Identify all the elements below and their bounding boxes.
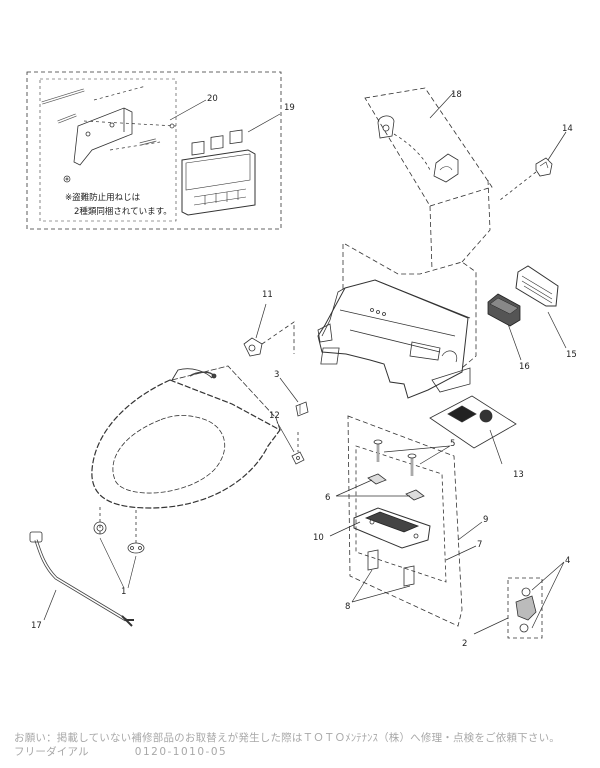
part-17-water-hose xyxy=(29,531,134,627)
callout-5: 5 xyxy=(450,439,455,449)
part-16-filter xyxy=(487,293,521,327)
anti-theft-screws xyxy=(41,85,177,183)
free-dial-number: 0120-1010-05 xyxy=(134,746,228,758)
callout-4: 4 xyxy=(565,556,570,566)
base-plate-assembly xyxy=(347,415,463,627)
callout-6: 6 xyxy=(325,493,330,503)
main-body-unit xyxy=(317,279,471,399)
inset-box-parts-19-20 xyxy=(26,71,282,230)
part-13-instruction-sheet xyxy=(429,395,517,449)
callout-11: 11 xyxy=(262,290,273,300)
inset-note-line-2: 2種類同梱されています。 xyxy=(74,206,172,217)
footer-request-note: お願い：掲載していない補修部品のお取替えが発生した際はＴＯＴＯﾒﾝﾃﾅﾝｽ（株）… xyxy=(14,732,560,744)
part-15-grille xyxy=(515,265,559,307)
part-14-clip xyxy=(499,157,553,201)
footer-free-dial: フリーダイアル 0120-1010-05 xyxy=(14,744,227,759)
callout-15: 15 xyxy=(566,350,577,360)
callout-3: 3 xyxy=(274,370,279,380)
callout-20: 20 xyxy=(207,94,218,104)
callout-guide-line xyxy=(429,205,433,271)
callout-16: 16 xyxy=(519,362,530,372)
callout-leader-lines xyxy=(43,91,567,635)
callout-17: 17 xyxy=(31,621,42,631)
callout-19: 19 xyxy=(284,103,295,113)
remote-control-panel xyxy=(181,129,256,216)
callout-guide-line xyxy=(461,179,491,263)
part-12-plug xyxy=(291,432,305,465)
free-dial-label: フリーダイアル xyxy=(14,746,89,758)
callout-labels: 1 2 3 4 5 6 7 8 9 10 11 12 13 14 15 16 1… xyxy=(31,90,577,649)
part-1-rubber-feet xyxy=(93,506,145,589)
callout-13: 13 xyxy=(513,470,524,480)
callout-9: 9 xyxy=(483,515,488,525)
callout-7: 7 xyxy=(477,540,482,550)
part-11-valve xyxy=(243,321,295,357)
main-body-dashed-frame xyxy=(342,243,477,369)
mounting-bracket xyxy=(73,107,133,166)
callout-18: 18 xyxy=(451,90,462,100)
part-2-4-fittings xyxy=(507,577,543,639)
callout-2: 2 xyxy=(462,639,467,649)
sensor-parts-18 xyxy=(364,87,493,207)
callout-8: 8 xyxy=(345,602,350,612)
toilet-seat xyxy=(91,365,281,509)
inset-note-line-1: ※盗難防止用ねじは xyxy=(65,192,141,203)
callout-1: 1 xyxy=(121,587,126,597)
part-3-clip xyxy=(295,401,309,417)
callout-10: 10 xyxy=(313,533,324,543)
callout-14: 14 xyxy=(562,124,573,134)
callout-12: 12 xyxy=(269,411,280,421)
